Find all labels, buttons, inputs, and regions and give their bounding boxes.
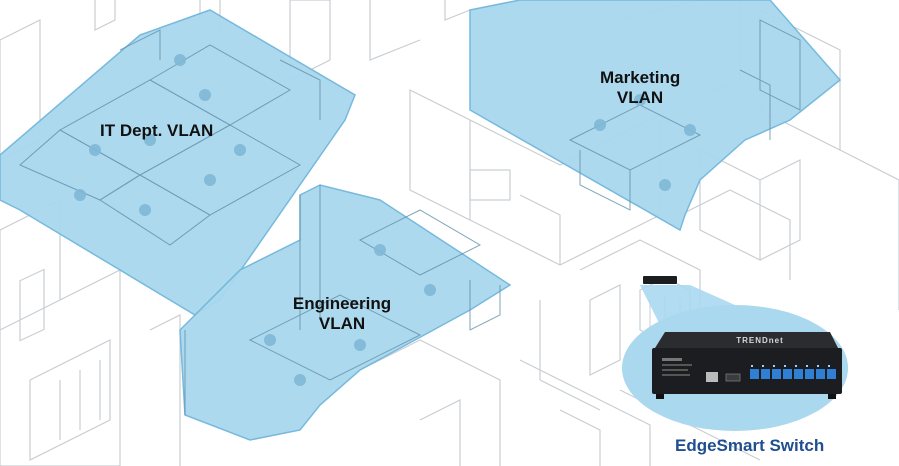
port-led-2 [762,365,764,367]
engineering-label-line1: Engineering [292,294,392,313]
ethernet-port-2 [761,369,770,379]
console-port-icon [706,372,718,382]
it-vlan-label-text: IT Dept. VLAN [100,121,214,140]
marketing-vlan-label: Marketing VLAN [600,68,680,108]
port-led-5 [795,365,797,367]
switch-brand-logo: TRENDnet [736,336,784,345]
it-dept-vlan-label: IT Dept. VLAN [100,121,213,141]
marketing-vlan-zone [469,0,842,232]
port-led-7 [817,365,819,367]
ethernet-port-4 [783,369,792,379]
port-led-3 [773,365,775,367]
ethernet-port-1 [750,369,759,379]
sfp-port-icon [725,373,741,382]
port-led-8 [828,365,830,367]
port-led-6 [806,365,808,367]
ethernet-port-7 [816,369,825,379]
port-led-1 [751,365,753,367]
marketing-label-line2: VLAN [616,88,664,107]
marketing-label-line1: Marketing [600,68,681,87]
ethernet-port-3 [772,369,781,379]
ethernet-port-5 [794,369,803,379]
edgesmart-switch-device: TRENDnet [652,332,842,399]
port-led-4 [784,365,786,367]
ethernet-ports [750,365,836,379]
engineering-vlan-label: Engineering VLAN [282,294,402,334]
engineering-label-line2: VLAN [318,314,366,333]
ethernet-port-6 [805,369,814,379]
it-vlan-zone [0,9,356,316]
edgesmart-switch-caption: EdgeSmart Switch [675,436,825,455]
ethernet-port-8 [827,369,836,379]
engineering-vlan-zone [179,184,512,441]
